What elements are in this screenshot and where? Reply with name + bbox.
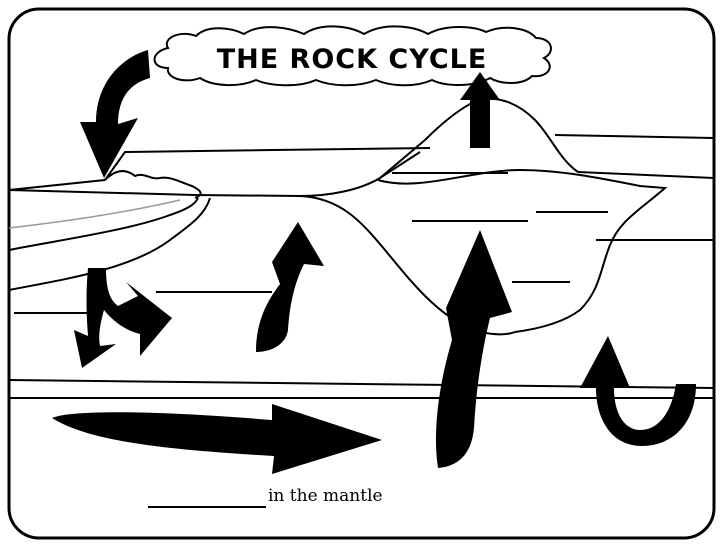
u-turn-arrow-icon — [580, 336, 696, 446]
tall-up-arrow-icon — [435, 230, 512, 468]
curved-up-arrow-icon — [256, 222, 324, 352]
split-arrow-icon — [74, 268, 172, 368]
diagram-frame — [7, 7, 716, 540]
curved-down-arrow-icon — [80, 50, 150, 178]
sea-surface-line — [8, 199, 181, 229]
right-arrow-icon — [52, 404, 382, 474]
mantle-caption: in the mantle — [268, 486, 383, 506]
cycle-arrows — [52, 50, 696, 474]
diagram-title: THE ROCK CYCLE — [217, 44, 488, 75]
up-arrow-icon — [460, 72, 500, 148]
answer-blanks — [14, 172, 714, 508]
title-cloud — [153, 25, 552, 87]
